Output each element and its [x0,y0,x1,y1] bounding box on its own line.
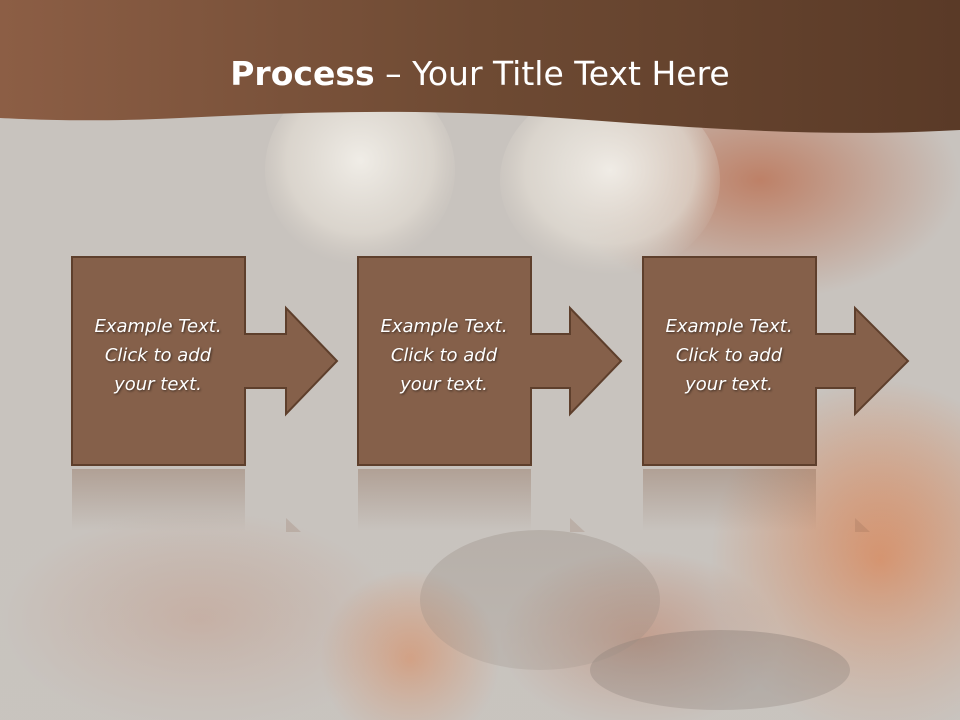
header-band [0,0,960,133]
title-bold-part: Process [230,54,375,93]
slide-title[interactable]: Process – Your Title Text Here [0,52,960,96]
step-text-line-3: your text. [685,374,773,395]
title-regular-part: – Your Title Text Here [374,54,730,93]
process-step-1[interactable]: Example Text. Click to add your text. [71,256,351,536]
step-text-line-3: your text. [400,374,488,395]
step-arrow-shape [642,256,910,532]
step-text-line-2: Click to add [675,345,783,366]
step-text-line-2: Click to add [104,345,212,366]
step-text-line-2: Click to add [390,345,498,366]
step-text: Example Text. Click to add your text. [71,312,245,399]
step-arrow-shape [71,256,339,532]
step-text-line-1: Example Text. [380,316,508,337]
step-text-line-1: Example Text. [665,316,793,337]
step-text-line-1: Example Text. [94,316,222,337]
step-arrow-shape [357,256,623,532]
step-text-line-3: your text. [114,374,202,395]
step-text: Example Text. Click to add your text. [642,312,816,399]
process-step-3[interactable]: Example Text. Click to add your text. [642,256,922,536]
step-text: Example Text. Click to add your text. [357,312,531,399]
process-step-2[interactable]: Example Text. Click to add your text. [357,256,637,536]
